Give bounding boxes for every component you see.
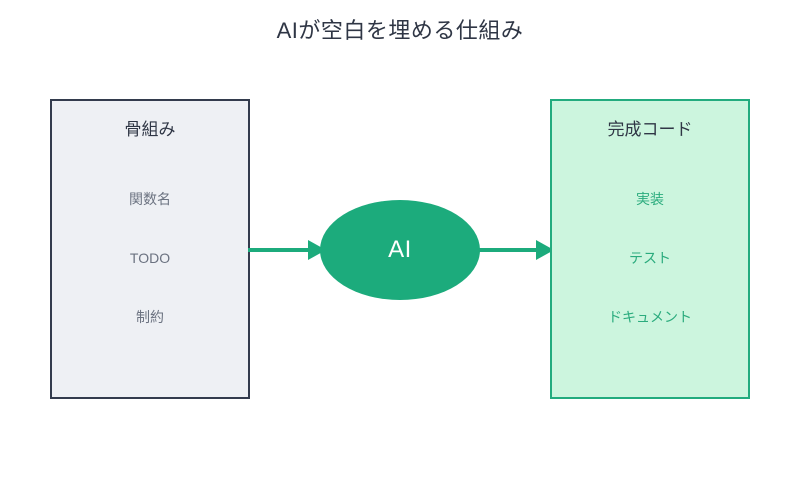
skeleton-item-list: 関数名 TODO 制約 — [52, 189, 248, 366]
skeleton-item-0: 関数名 — [129, 191, 171, 207]
skeleton-node-title: 骨組み — [124, 120, 176, 139]
arrow-skeleton-to-ai — [248, 240, 326, 260]
output-node-title: 完成コード — [607, 120, 693, 139]
ai-processor-label: AI — [388, 236, 412, 263]
output-item-2: ドキュメント — [608, 309, 692, 325]
skeleton-node[interactable]: 骨組み 関数名 TODO 制約 — [50, 99, 250, 399]
skeleton-item-2: 制約 — [136, 309, 164, 325]
output-item-list: 実装 テスト ドキュメント — [552, 189, 748, 366]
output-node[interactable]: 完成コード 実装 テスト ドキュメント — [550, 99, 750, 399]
page-title: AIが空白を埋める仕組み — [276, 18, 524, 43]
output-item-0: 実装 — [636, 191, 664, 207]
arrow-ai-to-output — [476, 240, 554, 260]
ai-processor-node[interactable]: AI — [320, 200, 480, 300]
output-item-1: テスト — [629, 250, 671, 266]
skeleton-item-1: TODO — [129, 250, 171, 266]
